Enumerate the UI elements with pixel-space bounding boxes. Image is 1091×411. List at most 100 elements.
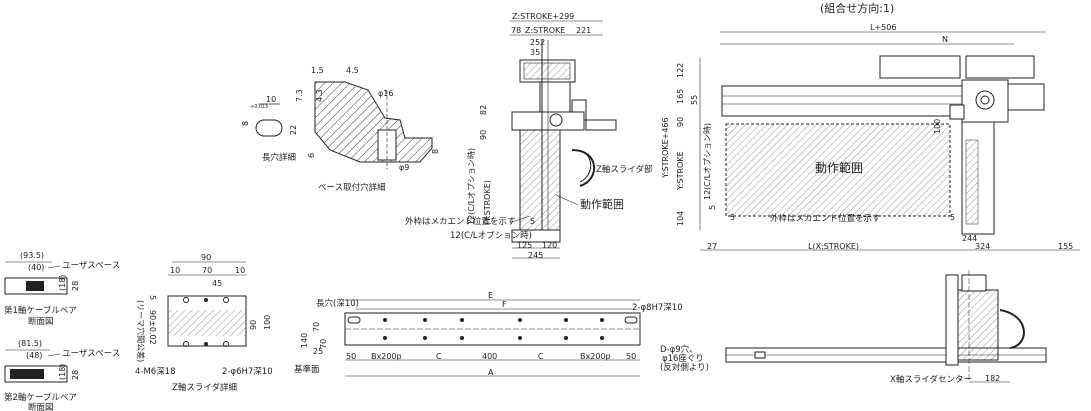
svg-text:55: 55 [690,95,699,105]
base-ref-face-label: 基準面 [294,364,320,375]
base-hole-detail: 1.5 4.5 7.3 4.3 22 6 φ16 φ9 8 ベース取付穴詳細 [289,66,440,193]
front-view: L+506 N 動作範囲 外枠はメカエンド位置を示す 100 122 165 5… [661,23,1080,251]
svg-text:1.5: 1.5 [311,66,324,75]
svg-text:155: 155 [1058,242,1073,251]
svg-text:90±0.02: 90±0.02 [148,310,157,345]
svg-text:断面図: 断面図 [28,316,54,327]
svg-text:50: 50 [346,352,356,361]
svg-text:5: 5 [148,295,157,300]
svg-text:C: C [436,352,442,361]
front-outer-frame-label: 外枠はメカエンド位置を示す [770,213,881,224]
svg-text:Bx200p: Bx200p [580,352,611,361]
svg-text:245: 245 [528,251,543,260]
svg-text:70: 70 [319,339,328,349]
svg-text:4.3: 4.3 [315,89,324,102]
svg-text:90: 90 [249,320,258,330]
svg-text:5: 5 [950,213,955,222]
svg-text:165: 165 [676,89,685,104]
z-slider-pin-label: 2-φ6H7深10 [222,367,273,377]
svg-text:φ9: φ9 [399,163,409,172]
z-slider-label: Z軸スライダ部 [596,164,653,175]
svg-text:5: 5 [730,213,735,222]
svg-text:(18): (18) [58,364,67,380]
x-slider-view: X軸スライダセンター 182 [725,270,1047,385]
z-slider-detail: 90 10 70 10 45 5 (リーマ穴間公差) 90±0.02 90 10… [135,253,273,393]
svg-text:(リーマ穴間公差): (リーマ穴間公差) [136,300,146,362]
cable-pair-2-user-space: ユーザスペース [62,349,120,359]
svg-text:Y:STROKE+466: Y:STROKE+466 [661,117,670,179]
svg-text:A: A [488,368,494,377]
svg-text:28: 28 [71,281,80,291]
cable-pair-1-user-space: ユーザスペース [62,261,120,271]
svg-text:4.5: 4.5 [346,66,359,75]
slot-detail: 10 8 +0.015 長穴詳細 [241,95,296,163]
svg-text:78: 78 [511,26,521,35]
svg-text:35: 35 [530,48,540,57]
svg-text:(48): (48) [26,351,42,360]
svg-text:22: 22 [289,125,298,135]
cable-pair-2-section: (81.5) (48) ユーザスペース (18) 28 第2軸ケーブルベア 断面… [4,339,120,411]
base-hole-detail-title: ベース取付穴詳細 [318,182,386,193]
svg-text:70: 70 [312,322,321,332]
svg-text:L(X:STROKE): L(X:STROKE) [808,242,859,251]
svg-text:324: 324 [975,242,990,251]
base-pin-label: 2-φ8H7深10 [632,303,683,313]
svg-text:252: 252 [530,38,545,47]
svg-text:90: 90 [201,253,211,262]
svg-text:90: 90 [479,130,488,140]
svg-text:140: 140 [300,333,309,348]
cable-pair-1-title: 第1軸ケーブルベア [4,305,77,316]
svg-text:8: 8 [431,149,440,154]
assembly-direction-label: (組合せ方向:1) [820,1,894,15]
z-slider-m6-label: 4-M6深18 [135,367,176,377]
svg-text:10: 10 [170,266,180,275]
svg-text:Y:STROKE: Y:STROKE [676,151,685,191]
svg-text:400: 400 [482,352,497,361]
cable-pair-2-title: 第2軸ケーブルベア [4,392,77,403]
svg-text:(反対側より): (反対側より) [660,362,709,373]
svg-text:7.3: 7.3 [295,89,304,102]
front-working-range-label: 動作範囲 [815,160,863,175]
svg-text:100: 100 [263,315,272,330]
slot-detail-title: 長穴詳細 [262,152,296,163]
side-working-range-label: 動作範囲 [580,197,624,211]
svg-text:244: 244 [962,234,977,243]
svg-text:φ16: φ16 [378,89,393,98]
svg-text:90: 90 [676,117,685,127]
svg-text:φ16座ぐり: φ16座ぐり [662,353,704,364]
cable-pair-1-section: (93.5) (40) ユーザスペース (18) 28 第1軸ケーブルベア 断面… [4,251,120,327]
svg-text:断面図: 断面図 [28,402,54,411]
svg-text:122: 122 [676,63,685,78]
svg-text:N: N [942,35,948,44]
side-outer-frame-label: 外枠はメカエンド位置を示す [405,216,516,227]
svg-text:100: 100 [933,119,942,134]
base-slot-label: 長穴(深10) [316,298,359,309]
svg-text:28: 28 [71,370,80,380]
side-view: Z:STROKE+299 78 Z:STROKE 221 252 35 82 9… [405,12,653,260]
svg-text:8: 8 [241,121,250,126]
x-slider-center-label: X軸スライダセンター [890,374,972,385]
svg-text:Bx200p: Bx200p [371,352,402,361]
svg-text:12(C/Lオプション時): 12(C/Lオプション時) [467,148,476,225]
svg-text:125: 125 [517,241,532,250]
svg-text:L+506: L+506 [870,23,896,32]
base-holes-label: D-φ9穴、 [660,344,698,355]
base-view: E F 長穴(深10) 2-φ8H7深10 140 70 70 25 基準面 5… [294,291,709,377]
svg-text:+0.015: +0.015 [250,104,269,110]
svg-text:5: 5 [708,205,717,210]
svg-text:(93.5): (93.5) [20,251,44,260]
svg-text:Z:STROKE: Z:STROKE [525,26,565,35]
svg-text:5: 5 [530,217,535,226]
svg-text:(18): (18) [58,275,67,291]
svg-text:25: 25 [313,347,323,356]
svg-text:10: 10 [235,266,245,275]
svg-text:182: 182 [985,374,1000,383]
svg-text:(81.5): (81.5) [18,339,42,348]
svg-text:50: 50 [626,352,636,361]
svg-text:12(C/Lオプション時): 12(C/Lオプション時) [703,123,712,200]
svg-text:Z:STROKE+299: Z:STROKE+299 [512,12,574,21]
svg-text:27: 27 [707,242,717,251]
svg-text:45: 45 [212,279,222,288]
